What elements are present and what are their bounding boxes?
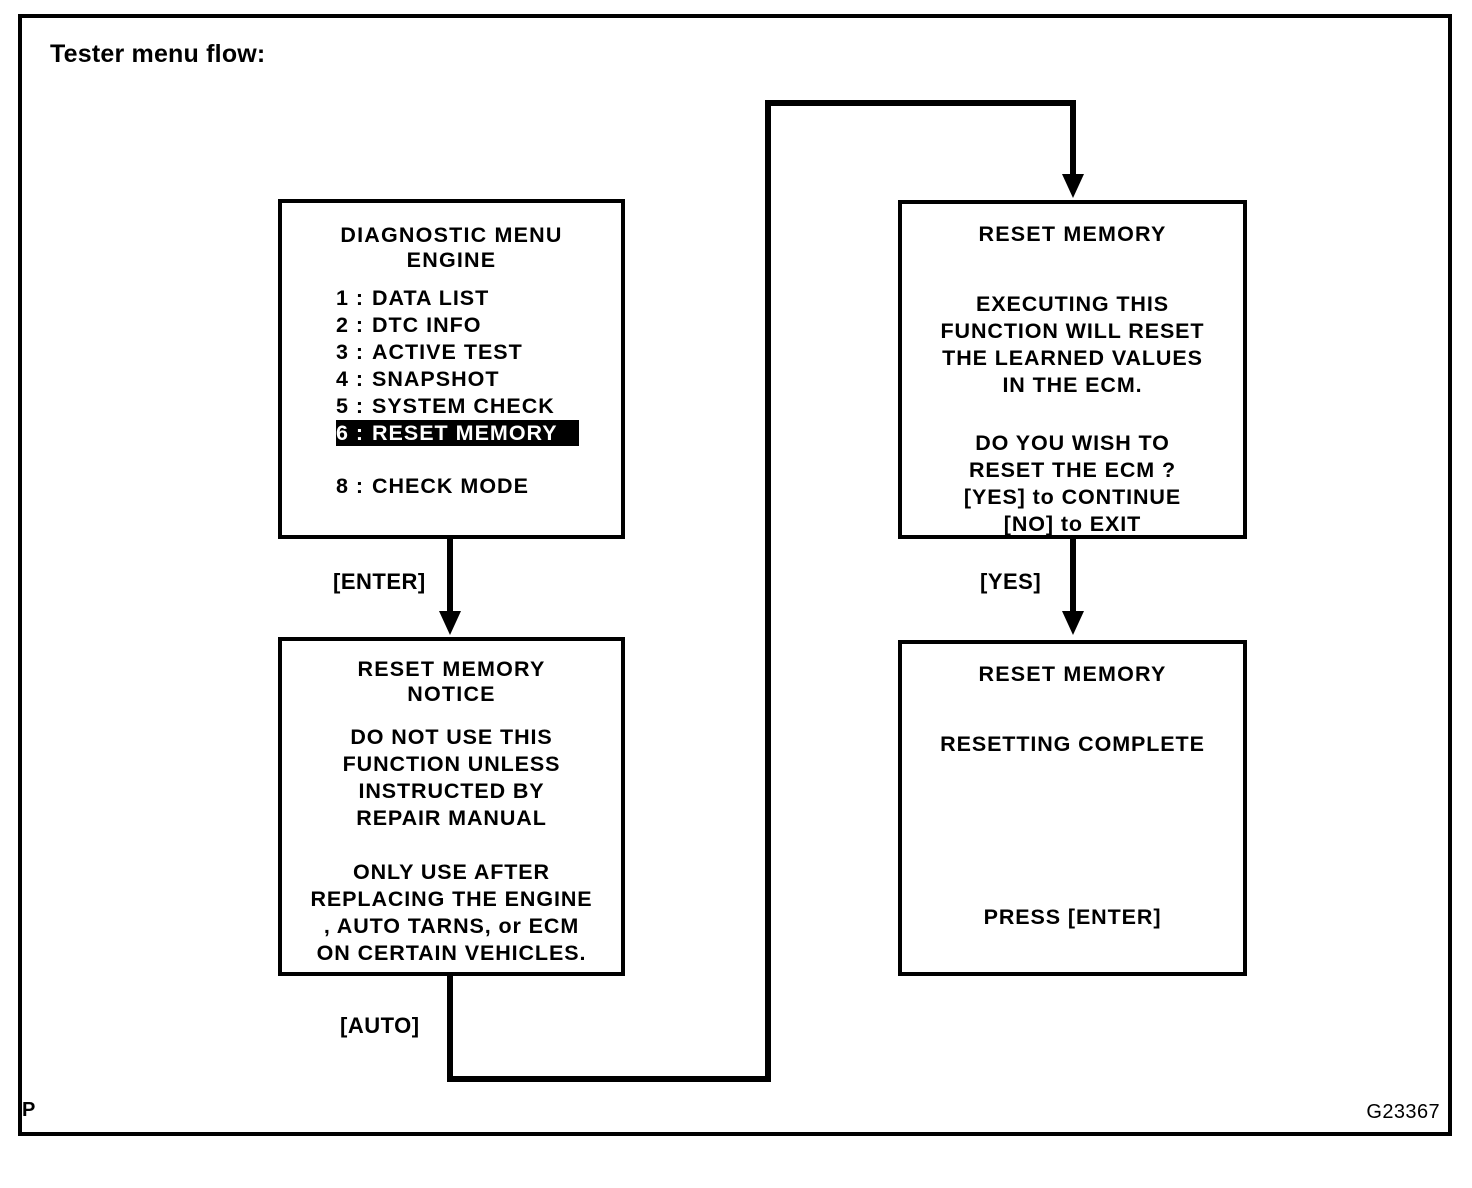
menu-item-number: 2 :: [336, 313, 365, 337]
menu-item-reset-memory-selected[interactable]: 6 : RESET MEMORY: [336, 420, 579, 446]
menu-item-label: SNAPSHOT: [372, 367, 500, 391]
connector-auto-right-line: [447, 1076, 771, 1082]
reset-notice-para1-line4: REPAIR MANUAL: [356, 806, 547, 830]
connector-enter-label: [ENTER]: [333, 569, 426, 594]
diagnostic-menu-list: 1 :DATA LIST 2 :DTC INFO 3 :ACTIVE TEST …: [282, 285, 621, 500]
reset-confirm-title: RESET MEMORY: [978, 222, 1167, 246]
connector-auto-label: [AUTO]: [340, 1013, 420, 1038]
connector-auto-into-confirm-line: [1070, 100, 1076, 176]
menu-item-label: DTC INFO: [372, 313, 482, 337]
connector-yes-arrowhead: [1062, 611, 1084, 635]
reset-confirm-para2-line1: DO YOU WISH TO: [975, 431, 1170, 455]
reset-notice-para1-line3: INSTRUCTED BY: [358, 779, 545, 803]
menu-item-number: 6 :: [336, 421, 365, 445]
menu-item-data-list[interactable]: 1 : DATA LIST: [282, 285, 621, 312]
screen-reset-memory-confirm: RESET MEMORY EXECUTING THIS FUNCTION WIL…: [898, 200, 1247, 539]
menu-item-number: 3 :: [336, 340, 365, 364]
connector-enter-arrowhead: [439, 611, 461, 635]
reset-confirm-yes-option[interactable]: [YES] to CONTINUE: [963, 485, 1182, 509]
reset-notice-para2-line3: , AUTO TARNS, or ECM: [323, 914, 580, 938]
diagnostic-menu-title-line2: ENGINE: [406, 248, 497, 272]
menu-item-dtc-info[interactable]: 2 : DTC INFO: [282, 312, 621, 339]
reset-notice-para1-line1: DO NOT USE THIS: [350, 725, 553, 749]
menu-item-label: RESET MEMORY: [372, 421, 558, 445]
reset-notice-para2-line2: REPLACING THE ENGINE: [310, 887, 593, 911]
reset-confirm-para1-line3: THE LEARNED VALUES: [942, 346, 1203, 370]
connector-yes-line: [1070, 539, 1076, 613]
screen-reset-memory-notice: RESET MEMORY NOTICE DO NOT USE THIS FUNC…: [278, 637, 625, 976]
menu-item-number: 5 :: [336, 394, 365, 418]
menu-gap: [282, 446, 621, 473]
diagnostic-menu-title-line1: DIAGNOSTIC MENU: [340, 223, 563, 247]
connector-auto-up-line: [765, 100, 771, 1082]
reset-notice-title-line1: RESET MEMORY: [357, 657, 546, 681]
connector-enter-line: [447, 539, 453, 613]
reset-confirm-no-option[interactable]: [NO] to EXIT: [1003, 512, 1142, 536]
menu-item-label: SYSTEM CHECK: [372, 394, 555, 418]
connector-auto-top-line: [765, 100, 1076, 106]
reset-notice-para2-line1: ONLY USE AFTER: [353, 860, 550, 884]
screen-reset-memory-complete: RESET MEMORY RESETTING COMPLETE PRESS [E…: [898, 640, 1247, 976]
menu-item-number: 1 :: [336, 286, 365, 310]
page-title: Tester menu flow:: [50, 40, 266, 68]
figure-border: [18, 14, 1452, 1136]
corner-mark: P: [22, 1099, 36, 1121]
reset-complete-status: RESETTING COMPLETE: [940, 732, 1205, 756]
connector-auto-arrowhead: [1062, 174, 1084, 198]
menu-item-snapshot[interactable]: 4 : SNAPSHOT: [282, 366, 621, 393]
reset-confirm-para1-line1: EXECUTING THIS: [976, 292, 1169, 316]
reset-complete-prompt: PRESS [ENTER]: [983, 905, 1162, 929]
reset-confirm-para1-line4: IN THE ECM.: [1002, 373, 1143, 397]
menu-item-label: DATA LIST: [372, 286, 490, 310]
reset-notice-para2-line4: ON CERTAIN VEHICLES.: [316, 941, 587, 965]
screen-diagnostic-menu: DIAGNOSTIC MENU ENGINE 1 : DATA LIST 2 : D…: [278, 199, 625, 539]
connector-auto-down-line: [447, 976, 453, 1082]
reset-notice-title-line2: NOTICE: [407, 682, 496, 706]
menu-item-label: CHECK MODE: [372, 474, 529, 498]
reset-complete-title: RESET MEMORY: [978, 662, 1167, 686]
reset-notice-para1-line2: FUNCTION UNLESS: [342, 752, 561, 776]
menu-item-active-test[interactable]: 3 : ACTIVE TEST: [282, 339, 621, 366]
reset-confirm-para1-line2: FUNCTION WILL RESET: [940, 319, 1205, 343]
menu-item-number: 4 :: [336, 367, 365, 391]
reset-confirm-para2-line2: RESET THE ECM ?: [968, 458, 1176, 482]
figure-id: G23367: [1366, 1101, 1440, 1123]
menu-item-label: ACTIVE TEST: [372, 340, 523, 364]
menu-item-system-check[interactable]: 5 : SYSTEM CHECK: [282, 393, 621, 420]
menu-item-check-mode[interactable]: 8 : CHECK MODE: [282, 473, 621, 500]
connector-yes-label: [YES]: [980, 569, 1042, 594]
menu-item-number: 8 :: [336, 474, 365, 498]
